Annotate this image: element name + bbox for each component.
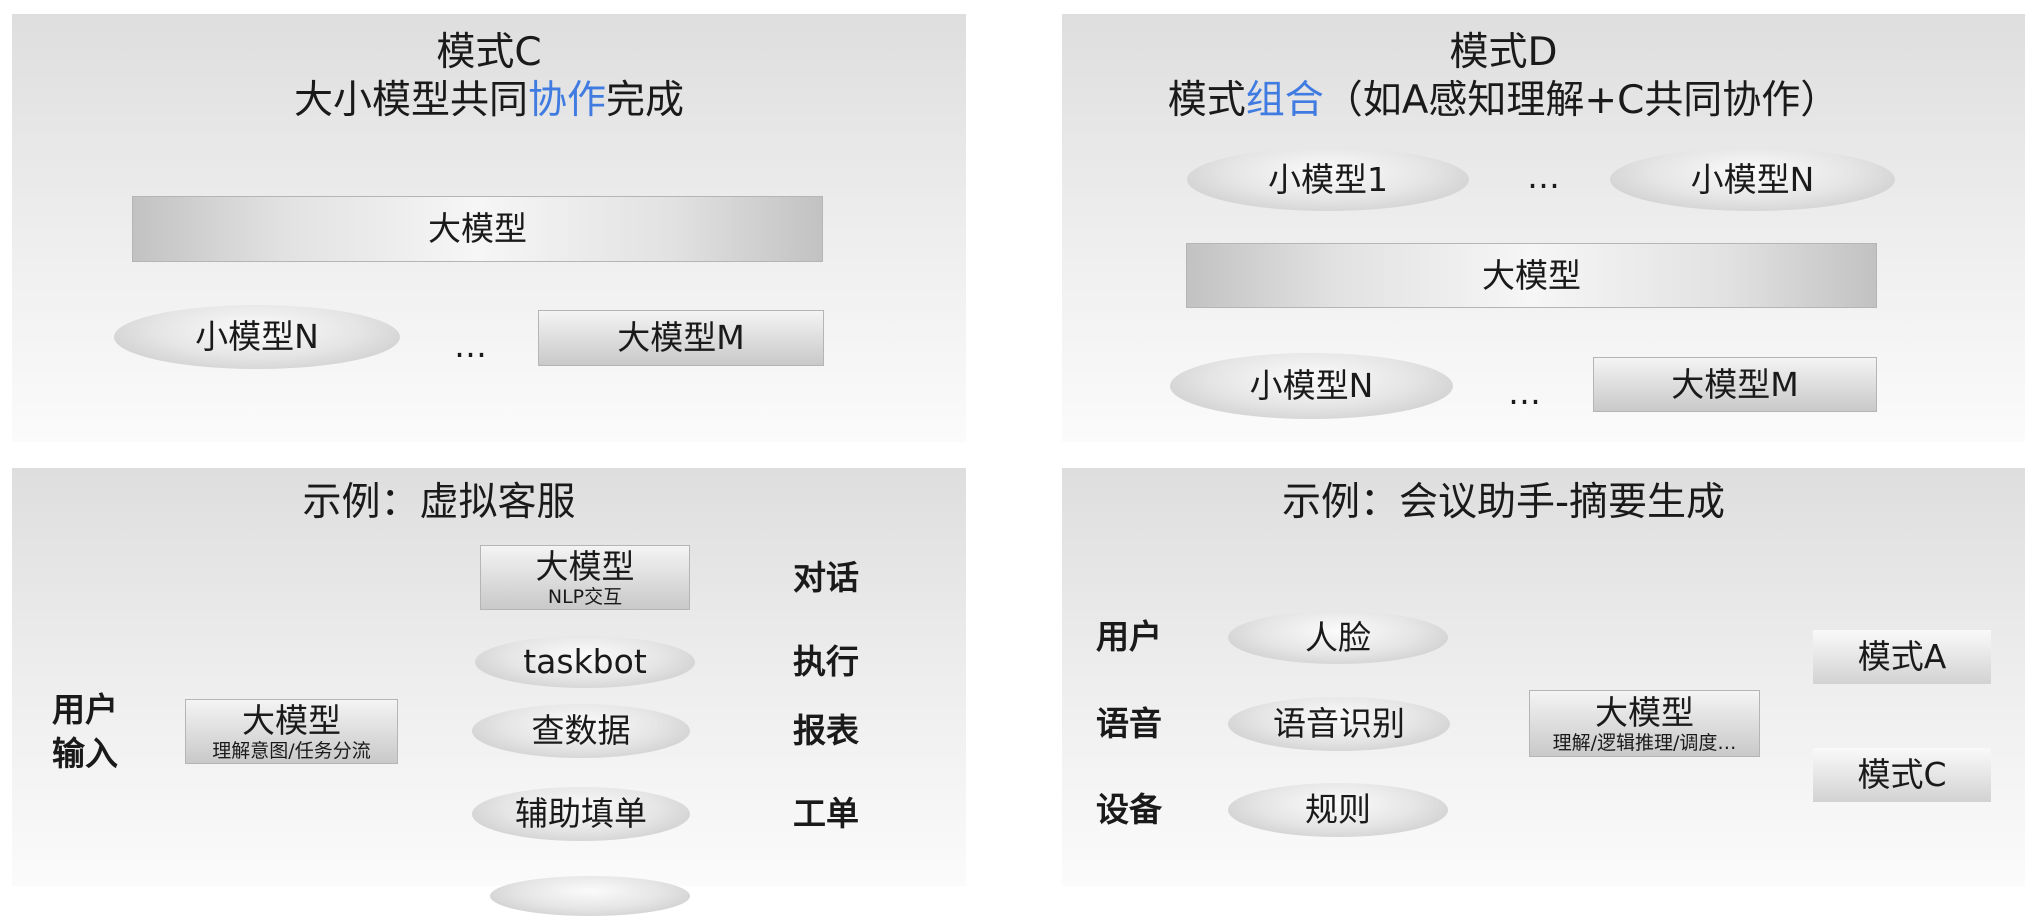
small-model-n-ellipse: 小模型N [114, 305, 400, 369]
user-input-label: 用户 输入 [52, 690, 118, 773]
small-model-n-top-ellipse: 小模型N [1610, 148, 1895, 211]
speech-recognition-ellipse: 语音识别 [1228, 697, 1450, 751]
ellipsis-bottom: … [1508, 373, 1541, 412]
output-report: 报表 [793, 711, 859, 750]
ellipsis: … [454, 326, 487, 365]
panel-d-title-line2: 模式组合（如A感知理解+C共同协作） [1167, 78, 1840, 123]
mode-a-box: 模式A [1813, 630, 1991, 684]
intent-model-box: 大模型 理解意图/任务分流 [185, 699, 398, 764]
big-model-box: 大模型 [132, 196, 823, 262]
taskbot-ellipse: taskbot [475, 636, 695, 688]
panel-c-title-line2: 大小模型共同协作完成 [293, 78, 685, 123]
partial-ellipse [490, 876, 690, 916]
input-device: 设备 [1096, 790, 1162, 829]
output-dialog: 对话 [793, 558, 859, 597]
reasoning-model-box: 大模型 理解/逻辑推理/调度… [1529, 690, 1760, 757]
small-model-n-bottom-ellipse: 小模型N [1170, 353, 1453, 419]
panel-d-title-line1: 模式D [1449, 30, 1558, 75]
big-model-m-box-d: 大模型M [1593, 357, 1877, 412]
rules-ellipse: 规则 [1228, 783, 1448, 837]
small-model-1-ellipse: 小模型1 [1187, 148, 1469, 211]
mode-c-box: 模式C [1813, 748, 1991, 802]
output-ticket: 工单 [793, 794, 859, 833]
face-ellipse: 人脸 [1228, 611, 1448, 664]
assist-form-ellipse: 辅助填单 [472, 787, 690, 841]
panel-c-title-line1: 模式C [436, 30, 542, 75]
input-voice: 语音 [1096, 704, 1162, 743]
nlp-model-box: 大模型 NLP交互 [480, 545, 690, 610]
highlight-collab: 协作 [527, 78, 606, 123]
query-data-ellipse: 查数据 [472, 704, 690, 758]
meeting-title: 示例：会议助手-摘要生成 [1281, 480, 1726, 525]
input-user: 用户 [1096, 617, 1162, 656]
highlight-combo: 组合 [1245, 78, 1324, 123]
output-execute: 执行 [793, 642, 859, 681]
big-model-box-d: 大模型 [1186, 243, 1877, 308]
big-model-m-box: 大模型M [538, 310, 824, 366]
vcs-title: 示例：虚拟客服 [302, 480, 576, 525]
ellipsis-top: … [1527, 157, 1560, 196]
